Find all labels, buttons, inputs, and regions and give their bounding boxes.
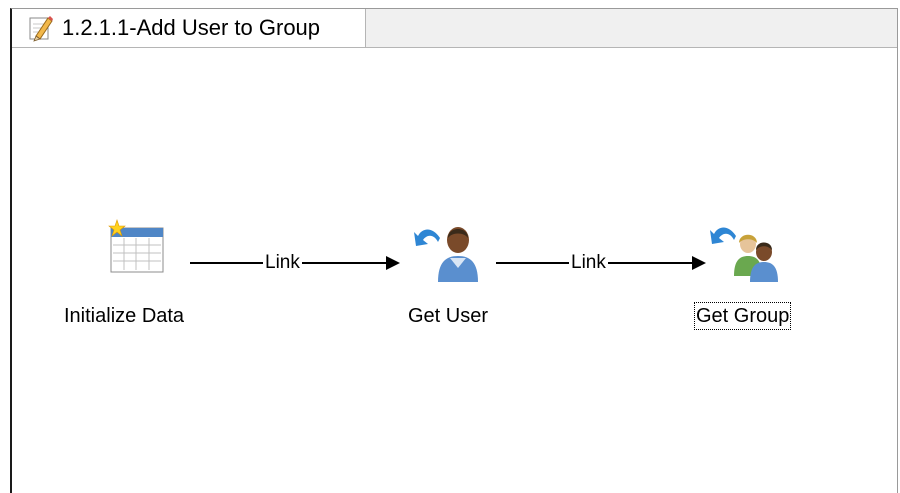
group-arrow-icon bbox=[710, 218, 784, 289]
workflow-canvas[interactable]: Initialize Data Link Get User bbox=[12, 48, 897, 493]
node-label: Get User bbox=[408, 305, 489, 327]
node-label: Initialize Data bbox=[64, 305, 185, 327]
link-label: Link bbox=[569, 251, 608, 275]
tab-strip: 1.2.1.1-Add User to Group bbox=[12, 9, 897, 48]
user-arrow-icon bbox=[414, 218, 484, 289]
node-get-group[interactable]: Get Group bbox=[688, 218, 818, 330]
workflow-designer-window: 1.2.1.1-Add User to Group bbox=[10, 8, 898, 493]
link-connector[interactable]: Link bbox=[190, 251, 400, 275]
node-initialize-data[interactable]: Initialize Data bbox=[60, 218, 220, 328]
node-label-selected: Get Group bbox=[693, 302, 792, 330]
tab-workflow[interactable]: 1.2.1.1-Add User to Group bbox=[12, 9, 366, 47]
link-label: Link bbox=[263, 251, 302, 275]
table-new-icon bbox=[105, 218, 169, 283]
link-connector[interactable]: Link bbox=[496, 251, 706, 275]
tab-title: 1.2.1.1-Add User to Group bbox=[62, 15, 321, 40]
node-get-user[interactable]: Get User bbox=[392, 218, 512, 328]
pencil-icon bbox=[28, 14, 54, 42]
